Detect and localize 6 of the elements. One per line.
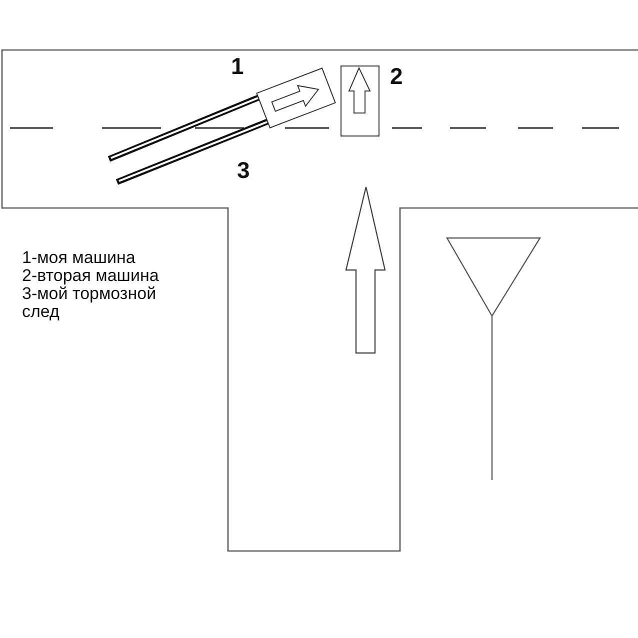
legend-text: 2-вторая машина	[22, 267, 160, 285]
legend-text: 3-мой тормозной след	[22, 285, 158, 321]
legend-text: 1-моя машина	[22, 249, 136, 267]
callout-number: 1	[231, 55, 244, 78]
callout-number: 2	[390, 65, 403, 88]
callout-number: 3	[237, 159, 250, 182]
